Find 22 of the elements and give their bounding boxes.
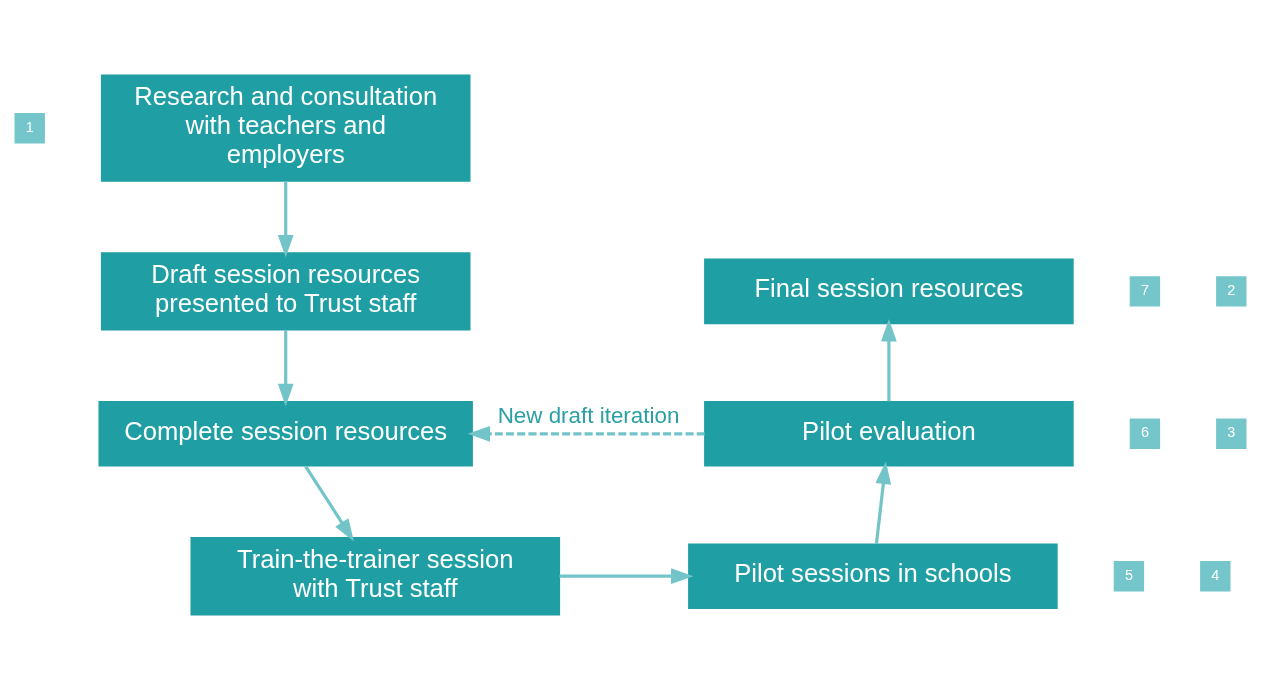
edge-label: New draft iteration bbox=[497, 402, 680, 428]
node-box: 2 bbox=[1216, 275, 1247, 307]
arrow bbox=[277, 180, 294, 257]
node-box: 3 bbox=[1216, 418, 1247, 449]
arrow bbox=[467, 425, 705, 442]
arrow bbox=[559, 567, 694, 584]
node-box: Research and consultation with teachers and employers bbox=[100, 74, 471, 182]
arrow bbox=[304, 464, 354, 541]
node-box: Pilot evaluation bbox=[704, 400, 1074, 467]
arrow bbox=[881, 318, 897, 401]
node-box: Complete session resources bbox=[98, 400, 473, 467]
node-box: Draft session resources presented to Trust staff bbox=[100, 251, 471, 331]
node-box: 5 bbox=[1113, 560, 1145, 591]
node-box: 4 bbox=[1200, 560, 1231, 591]
node-box: 7 bbox=[1129, 275, 1161, 307]
arrow bbox=[874, 461, 892, 544]
node-box: Pilot sessions in schools bbox=[688, 542, 1058, 609]
node-box: Final session resources bbox=[704, 258, 1074, 324]
node-box: Train-the-trainer session with Trust staff bbox=[190, 536, 561, 615]
node-box: 6 bbox=[1129, 418, 1161, 449]
node-box: 1 bbox=[14, 112, 45, 143]
arrow bbox=[277, 329, 294, 406]
